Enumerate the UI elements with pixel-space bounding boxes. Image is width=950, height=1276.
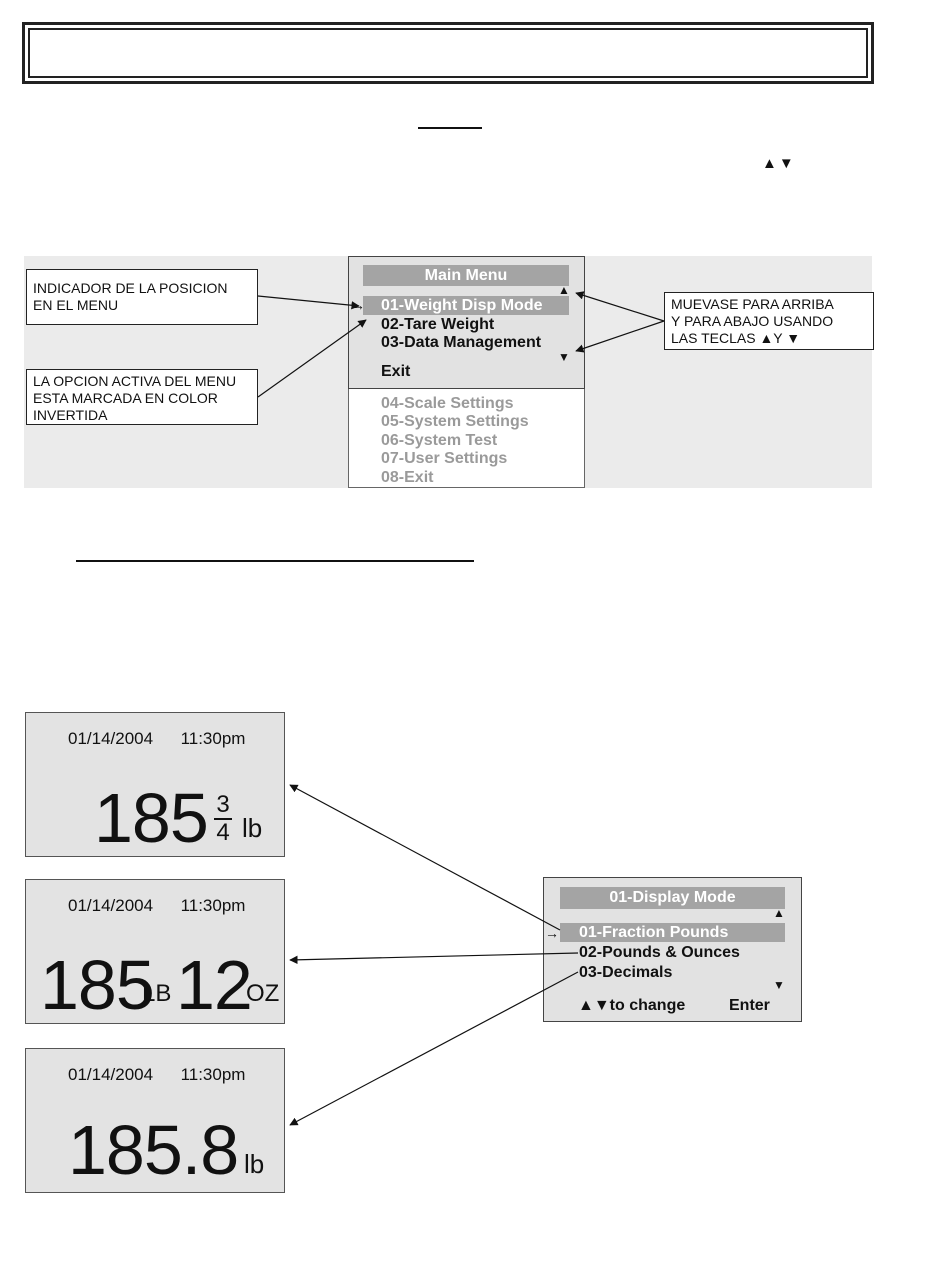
menu-item-fraction-pounds[interactable]: 01-Fraction Pounds: [560, 923, 785, 942]
display-date: 01/14/2004: [68, 729, 154, 748]
menu-item-pounds-ounces[interactable]: 02-Pounds & Ounces: [579, 944, 740, 961]
change-hint: ▲▼to change: [578, 997, 686, 1014]
display-date: 01/14/2004: [68, 896, 154, 915]
menu-item-decimals[interactable]: 03-Decimals: [579, 964, 673, 981]
display-fraction-pounds: 01/14/2004 11:30pm 185 3 4 lb: [25, 712, 285, 857]
arrow-pounds-ounces: [289, 952, 579, 965]
arrow-decimals: [289, 971, 579, 1126]
callout-line: INDICADOR DE LA POSICION: [33, 280, 228, 296]
header-box: [22, 22, 874, 84]
fraction-numerator: 3: [216, 791, 230, 818]
display-time: 11:30pm: [180, 896, 246, 915]
section-underline: [76, 560, 474, 562]
display-time: 11:30pm: [180, 1065, 246, 1084]
display-mode-title: 01-Display Mode: [560, 887, 785, 909]
main-menu-hidden-list: [348, 389, 585, 488]
menu-item-system-test: 06-System Test: [381, 432, 498, 449]
callout-line: LAS TECLAS ▲Y ▼: [671, 330, 801, 346]
callout-line: EN EL MENU: [33, 297, 119, 313]
ounces-unit: OZ: [246, 980, 280, 1007]
callout-line: Y PARA ABAJO USANDO: [671, 313, 834, 329]
menu-item-tare-weight[interactable]: 02-Tare Weight: [381, 316, 495, 333]
weight-decimal: 185.8: [68, 1111, 239, 1189]
arrow-fraction: [289, 784, 561, 931]
display-decimals: 01/14/2004 11:30pm 185.8 lb: [25, 1048, 285, 1193]
pounds-unit: LB: [142, 980, 172, 1007]
scroll-down-icon: ▼: [773, 978, 785, 992]
menu-item-data-management[interactable]: 03-Data Management: [381, 334, 542, 351]
weight-unit: lb: [244, 1149, 265, 1179]
menu-item-weight-disp-mode[interactable]: 01-Weight Disp Mode: [363, 296, 569, 315]
heading-underline: [418, 127, 482, 129]
scroll-up-icon: ▲: [773, 906, 785, 920]
fraction-denominator: 4: [216, 819, 230, 846]
display-time: 11:30pm: [180, 729, 246, 748]
scroll-down-icon: ▼: [558, 350, 570, 364]
display-pounds-ounces: 01/14/2004 11:30pm 185 LB 12 OZ: [25, 879, 285, 1024]
main-menu-title: Main Menu: [363, 265, 569, 286]
up-down-keys-glyph: ▲▼: [762, 155, 796, 172]
menu-pointer-icon: →: [545, 925, 559, 941]
callout-line: INVERTIDA: [33, 407, 108, 423]
menu-item-exit-2: 08-Exit: [381, 469, 434, 486]
enter-button[interactable]: Enter: [729, 997, 770, 1014]
callout-line: MUEVASE PARA ARRIBA: [671, 296, 834, 312]
display-date: 01/14/2004: [68, 1065, 154, 1084]
callout-navigate: MUEVASE PARA ARRIBA Y PARA ABAJO USANDO …: [664, 292, 874, 350]
weight-pounds: 185: [40, 946, 155, 1024]
fraction-bar: [214, 818, 232, 820]
callout-active-option: LA OPCION ACTIVA DEL MENU ESTA MARCADA E…: [26, 369, 258, 425]
callout-line: LA OPCION ACTIVA DEL MENU: [33, 373, 237, 389]
weight-whole: 185: [94, 779, 209, 857]
menu-item-exit[interactable]: Exit: [381, 363, 411, 380]
weight-unit: lb: [242, 813, 263, 843]
callout-line: ESTA MARCADA EN COLOR: [33, 390, 218, 406]
weight-ounces: 12: [176, 946, 253, 1024]
menu-item-scale-settings: 04-Scale Settings: [381, 395, 514, 412]
menu-item-user-settings: 07-User Settings: [381, 450, 508, 467]
menu-item-system-settings: 05-System Settings: [381, 413, 529, 430]
scroll-up-icon: ▲: [558, 283, 570, 297]
callout-position-indicator: INDICADOR DE LA POSICION EN EL MENU: [26, 269, 258, 325]
